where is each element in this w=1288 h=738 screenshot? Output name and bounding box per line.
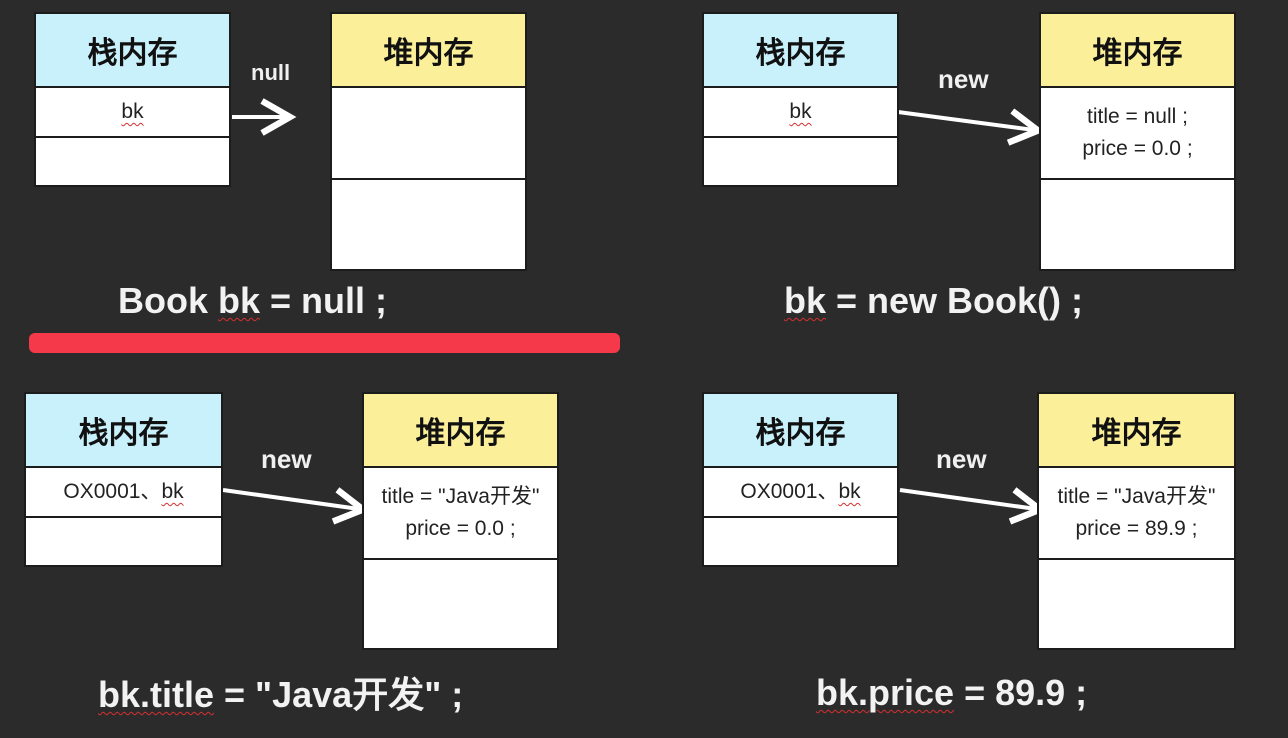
heap-line-3-1: title = "Java开发"	[381, 485, 540, 508]
arrow-2	[897, 108, 1045, 146]
heap-line-4-2: price = 89.9 ;	[1075, 517, 1198, 540]
heap-box-2: 堆内存 title = null ; price = 0.0 ;	[1039, 12, 1236, 271]
stack-box-2: 栈内存 bk	[702, 12, 899, 187]
heap-cell-2: title = null ; price = 0.0 ;	[1041, 88, 1234, 180]
arrow-4	[899, 487, 1047, 525]
heap-line-2-2: price = 0.0 ;	[1082, 137, 1193, 160]
code-line-4: bk.price = 89.9 ;	[816, 672, 1088, 713]
stack-cell-1: bk	[36, 88, 229, 138]
stack-header-4: 栈内存	[704, 394, 897, 468]
stack-header-2: 栈内存	[704, 14, 897, 88]
heap-empty-1	[332, 180, 525, 269]
stack-empty-2	[704, 138, 897, 185]
code-line-2: bk = new Book() ;	[784, 280, 1084, 321]
red-highlight-bar	[29, 333, 620, 353]
arrow-label-1: null	[251, 60, 291, 85]
heap-header-4: 堆内存	[1039, 394, 1234, 468]
stack-cell-3: OX0001、bk	[26, 468, 221, 518]
arrow-label-2: new	[938, 64, 989, 94]
stack-var-4: bk	[838, 480, 861, 503]
stack-var-1: bk	[121, 100, 144, 123]
heap-empty-2	[1041, 180, 1234, 269]
heap-header-3: 堆内存	[364, 394, 557, 468]
heap-empty-3	[364, 560, 557, 648]
stack-header-1: 栈内存	[36, 14, 229, 88]
arrow-3	[222, 487, 370, 525]
heap-cell-4: title = "Java开发" price = 89.9 ;	[1039, 468, 1234, 560]
heap-header-1: 堆内存	[332, 14, 525, 88]
heap-box-1: 堆内存	[330, 12, 527, 271]
heap-header-2: 堆内存	[1041, 14, 1234, 88]
stack-box-3: 栈内存 OX0001、bk	[24, 392, 223, 567]
code-line-1: Book bk = null ;	[118, 280, 388, 321]
heap-box-3: 堆内存 title = "Java开发" price = 0.0 ;	[362, 392, 559, 650]
stack-cell-4: OX0001、bk	[704, 468, 897, 518]
stack-var-3: bk	[161, 480, 184, 503]
stack-empty-4	[704, 518, 897, 565]
stack-empty-1	[36, 138, 229, 185]
stack-addr-4: OX0001、	[740, 480, 839, 503]
heap-line-3-2: price = 0.0 ;	[405, 517, 516, 540]
heap-cell-3: title = "Java开发" price = 0.0 ;	[364, 468, 557, 560]
stack-var-2: bk	[789, 100, 812, 123]
heap-box-4: 堆内存 title = "Java开发" price = 89.9 ;	[1037, 392, 1236, 650]
code-line-3: bk.title = "Java开发" ;	[98, 674, 464, 715]
stack-empty-3	[26, 518, 221, 565]
stack-box-1: 栈内存 bk	[34, 12, 231, 187]
heap-cell-1	[332, 88, 525, 180]
stack-box-4: 栈内存 OX0001、bk	[702, 392, 899, 567]
arrow-label-4: new	[936, 444, 987, 474]
arrow-label-3: new	[261, 444, 312, 474]
stack-addr-3: OX0001、	[63, 480, 162, 503]
stack-header-3: 栈内存	[26, 394, 221, 468]
heap-line-4-1: title = "Java开发"	[1057, 485, 1216, 508]
heap-line-2-1: title = null ;	[1087, 105, 1188, 128]
heap-empty-4	[1039, 560, 1234, 648]
stack-cell-2: bk	[704, 88, 897, 138]
